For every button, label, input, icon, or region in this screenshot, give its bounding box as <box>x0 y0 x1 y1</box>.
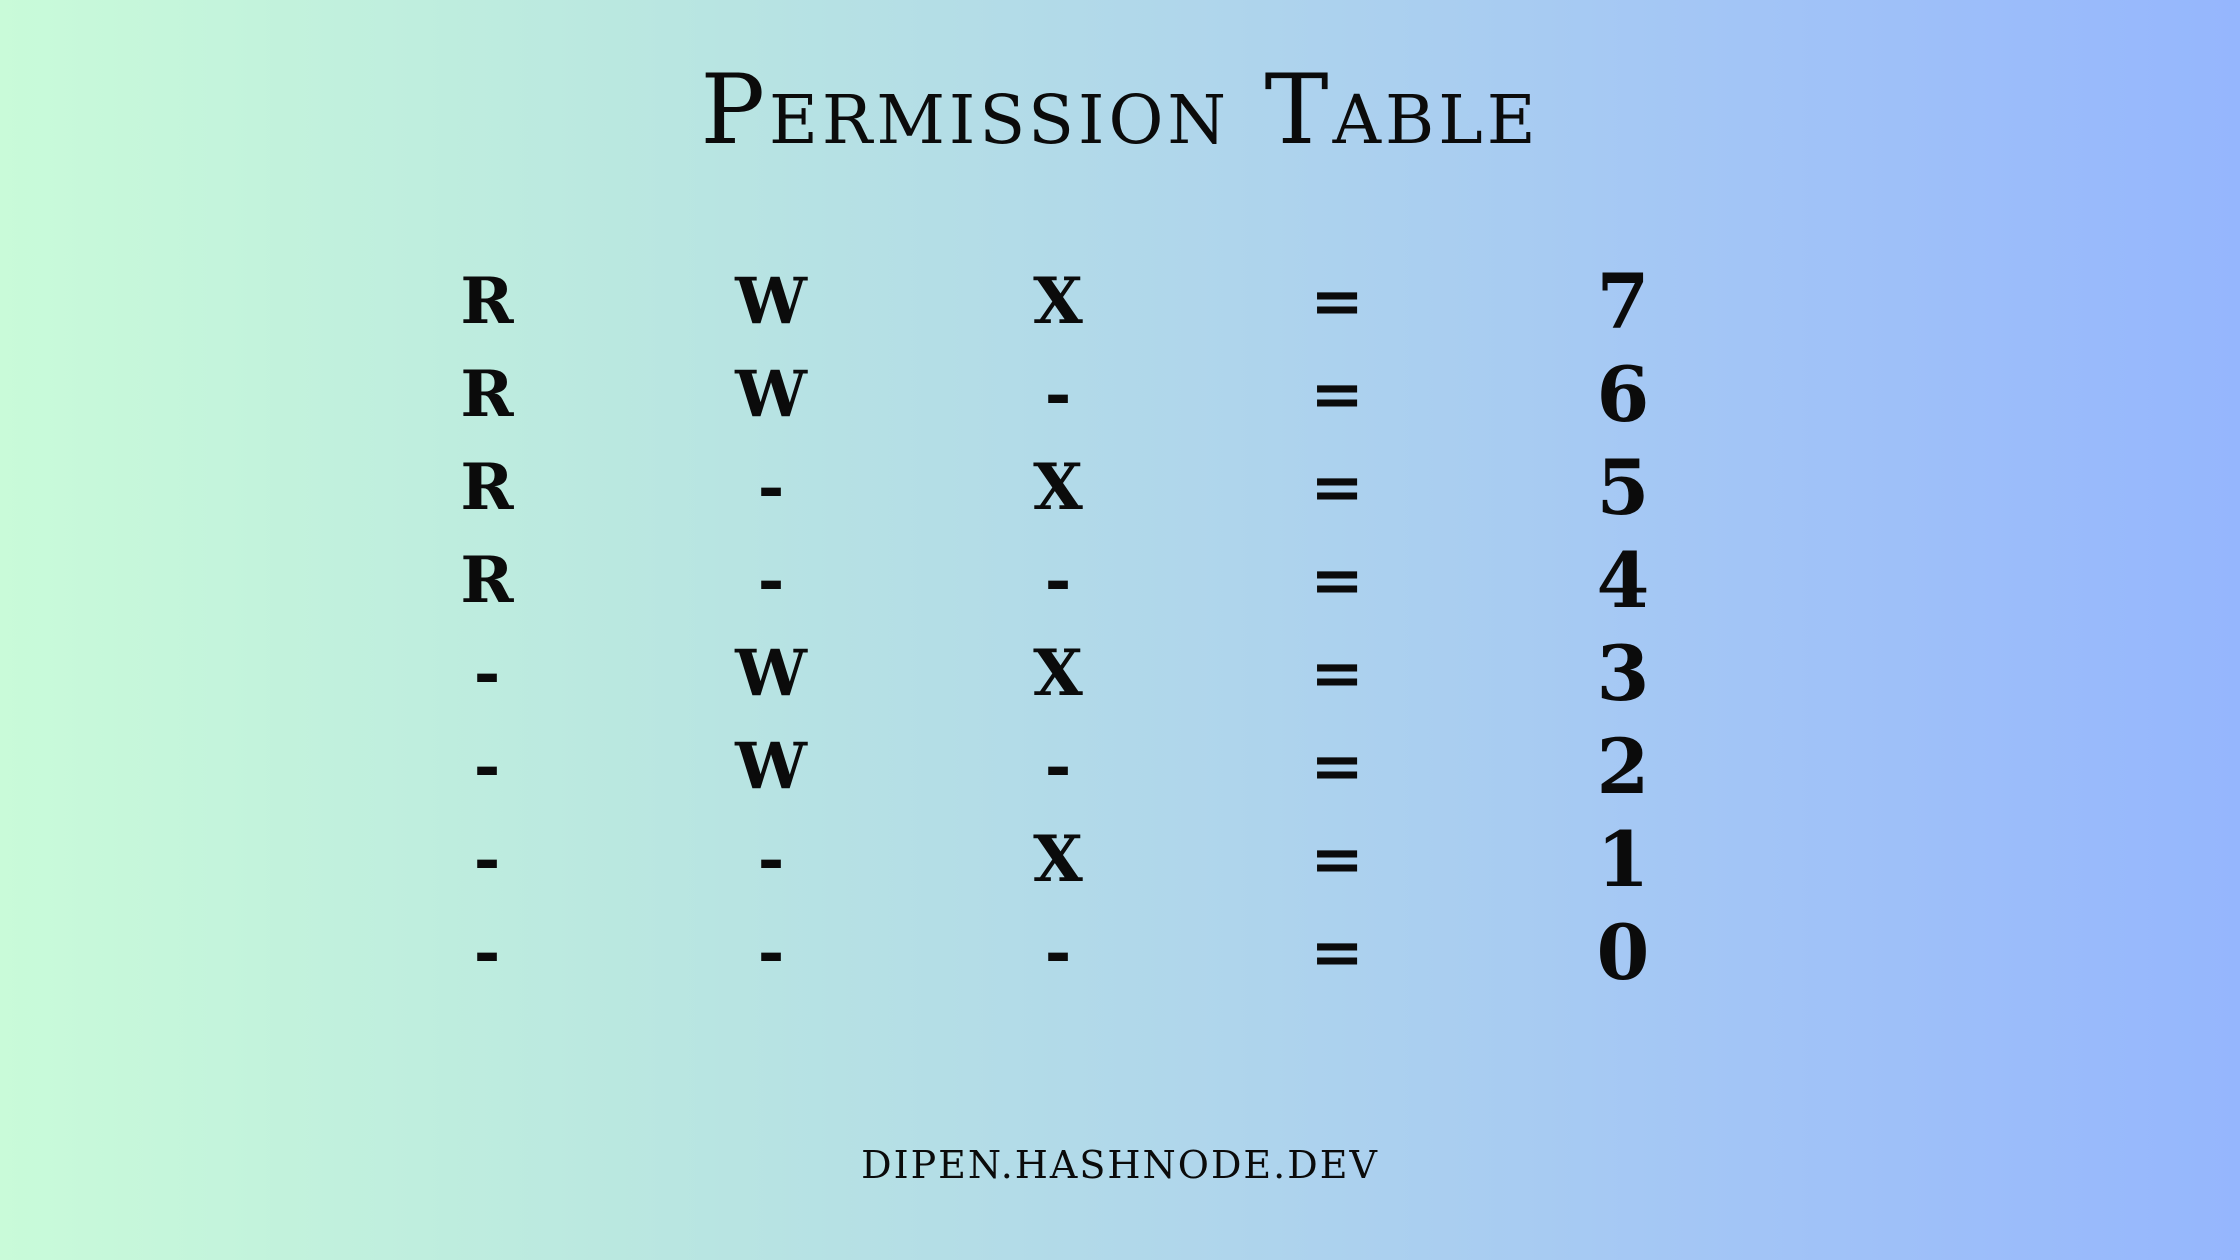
read-cell: R <box>460 357 514 432</box>
table-row: R - X = 5 <box>0 441 2240 534</box>
execute-cell: - <box>1044 357 1072 432</box>
equals-sign: = <box>1310 543 1364 618</box>
read-cell: - <box>473 729 501 804</box>
equals-sign: = <box>1310 915 1364 990</box>
octal-value: 2 <box>1596 722 1650 811</box>
octal-value: 4 <box>1596 536 1650 625</box>
execute-cell: - <box>1044 729 1072 804</box>
write-cell: - <box>757 915 785 990</box>
table-row: R W X = 7 <box>0 255 2240 348</box>
write-cell: - <box>757 822 785 897</box>
read-cell: R <box>460 450 514 525</box>
table-row: R W - = 6 <box>0 348 2240 441</box>
execute-cell: X <box>1033 822 1083 897</box>
page-title: Permission Table <box>700 54 1540 166</box>
octal-value: 6 <box>1596 350 1650 439</box>
read-cell: - <box>473 636 501 711</box>
write-cell: W <box>735 636 807 711</box>
write-cell: - <box>757 543 785 618</box>
site-url: DIPEN.HASHNODE.DEV <box>861 1143 1379 1187</box>
write-cell: W <box>735 264 807 339</box>
table-row: - W X = 3 <box>0 627 2240 720</box>
table-row: R - - = 4 <box>0 534 2240 627</box>
equals-sign: = <box>1310 729 1364 804</box>
execute-cell: X <box>1033 264 1083 339</box>
permission-table: R W X = 7 R W - = 6 R - X = 5 R - - = 4 … <box>0 255 2240 997</box>
table-row: - - X = 1 <box>0 813 2240 906</box>
octal-value: 1 <box>1596 815 1650 904</box>
table-row: - W - = 2 <box>0 720 2240 813</box>
equals-sign: = <box>1310 357 1364 432</box>
read-cell: R <box>460 264 514 339</box>
write-cell: W <box>735 357 807 432</box>
equals-sign: = <box>1310 264 1364 339</box>
read-cell: - <box>473 915 501 990</box>
read-cell: R <box>460 543 514 618</box>
execute-cell: - <box>1044 543 1072 618</box>
equals-sign: = <box>1310 822 1364 897</box>
execute-cell: X <box>1033 450 1083 525</box>
execute-cell: - <box>1044 915 1072 990</box>
octal-value: 3 <box>1596 629 1650 718</box>
table-row: - - - = 0 <box>0 906 2240 999</box>
equals-sign: = <box>1310 636 1364 711</box>
execute-cell: X <box>1033 636 1083 711</box>
read-cell: - <box>473 822 501 897</box>
octal-value: 5 <box>1596 443 1650 532</box>
octal-value: 7 <box>1596 257 1650 346</box>
equals-sign: = <box>1310 450 1364 525</box>
write-cell: W <box>735 729 807 804</box>
write-cell: - <box>757 450 785 525</box>
octal-value: 0 <box>1596 908 1650 997</box>
